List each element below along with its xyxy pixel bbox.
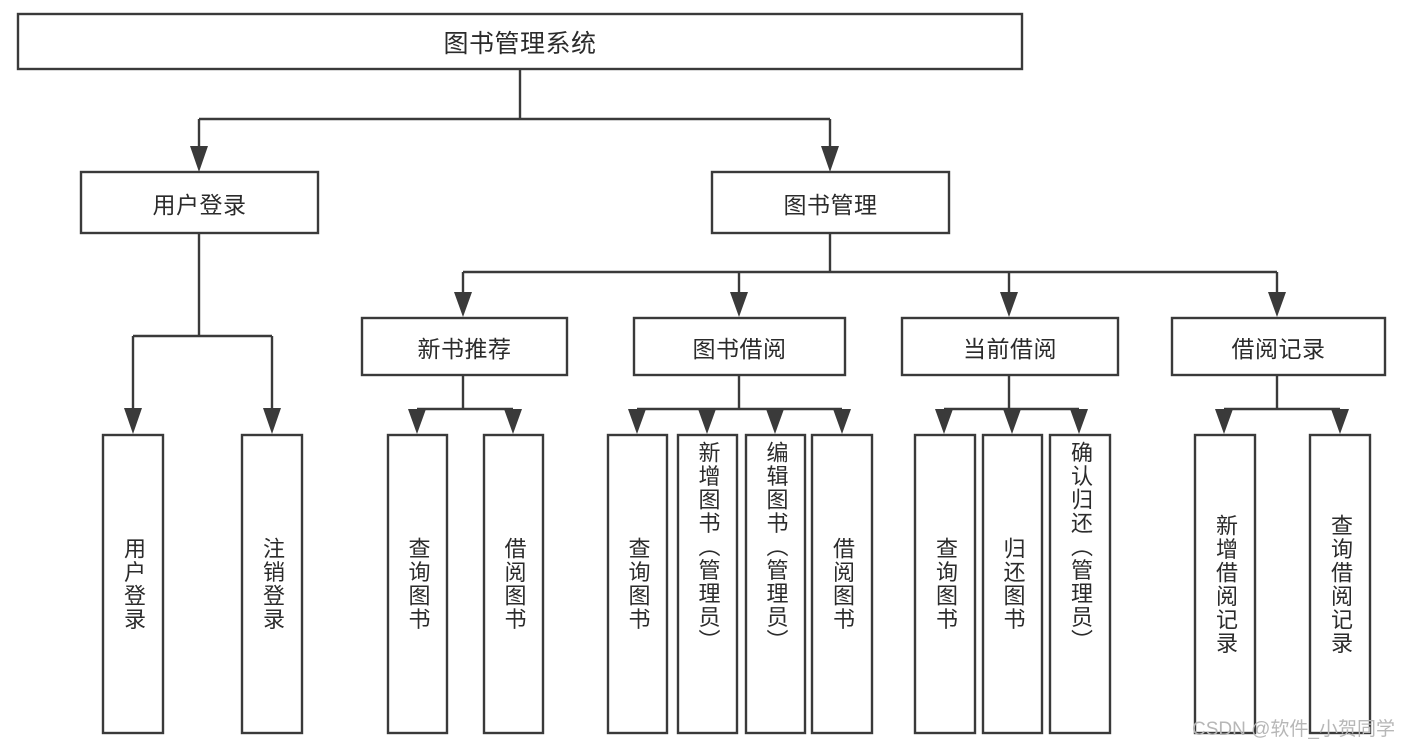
connector-group-user-login [124, 233, 281, 434]
arrow-head-bookmgmt-1 [730, 292, 748, 317]
node-box-leaf-9[interactable] [981, 433, 1044, 735]
arrow-head-level1-0 [190, 146, 208, 172]
node-box-leaf-6[interactable] [744, 433, 807, 735]
node-box-book-borrow[interactable] [632, 316, 847, 377]
node-box-leaf-5[interactable] [676, 433, 739, 735]
connector-group-borrow-record [1215, 375, 1349, 434]
node-box-borrow-record[interactable] [1170, 316, 1387, 377]
arrow-head-userlogin-0 [124, 408, 142, 434]
arrow-head-borrowrecord-0 [1215, 409, 1233, 434]
arrow-head-newbook-0 [408, 409, 426, 434]
node-box-current-borrow[interactable] [900, 316, 1120, 377]
arrow-head-bookborrow-0 [628, 409, 646, 434]
node-box-leaf-7[interactable] [810, 433, 874, 735]
node-box-leaf-12[interactable] [1308, 433, 1372, 735]
arrow-head-newbook-1 [504, 409, 522, 434]
arrow-head-bookborrow-3 [833, 409, 851, 434]
connector-group-new-book [408, 375, 522, 434]
connector-group-book-borrow [628, 375, 851, 434]
node-box-user-login[interactable] [79, 170, 320, 235]
node-box-leaf-3[interactable] [482, 433, 545, 735]
node-box-new-book-recommend[interactable] [360, 316, 569, 377]
node-box-leaf-4[interactable] [606, 433, 669, 735]
node-box-leaf-8[interactable] [913, 433, 977, 735]
arrow-head-bookmgmt-2 [1000, 292, 1018, 317]
arrow-head-currentborrow-2 [1070, 409, 1088, 434]
arrow-head-userlogin-1 [263, 408, 281, 434]
connector-group-current-borrow [935, 375, 1088, 434]
arrow-head-currentborrow-0 [935, 409, 953, 434]
arrow-head-borrowrecord-1 [1331, 409, 1349, 434]
node-box-root[interactable] [16, 12, 1024, 71]
arrow-head-bookmgmt-3 [1268, 292, 1286, 317]
node-box-leaf-1[interactable] [240, 433, 304, 735]
node-box-leaf-10[interactable] [1048, 433, 1112, 735]
node-box-leaf-11[interactable] [1193, 433, 1257, 735]
arrow-head-bookborrow-1 [698, 409, 716, 434]
node-box-book-management[interactable] [710, 170, 951, 235]
arrow-head-bookborrow-2 [766, 409, 784, 434]
connector-group-book-management [454, 233, 1286, 317]
node-box-leaf-0[interactable] [101, 433, 165, 735]
arrow-head-level1-1 [821, 146, 839, 172]
arrow-head-currentborrow-1 [1003, 409, 1021, 434]
arrow-head-bookmgmt-0 [454, 292, 472, 317]
connector-group-root [190, 69, 839, 172]
node-box-leaf-2[interactable] [386, 433, 449, 735]
